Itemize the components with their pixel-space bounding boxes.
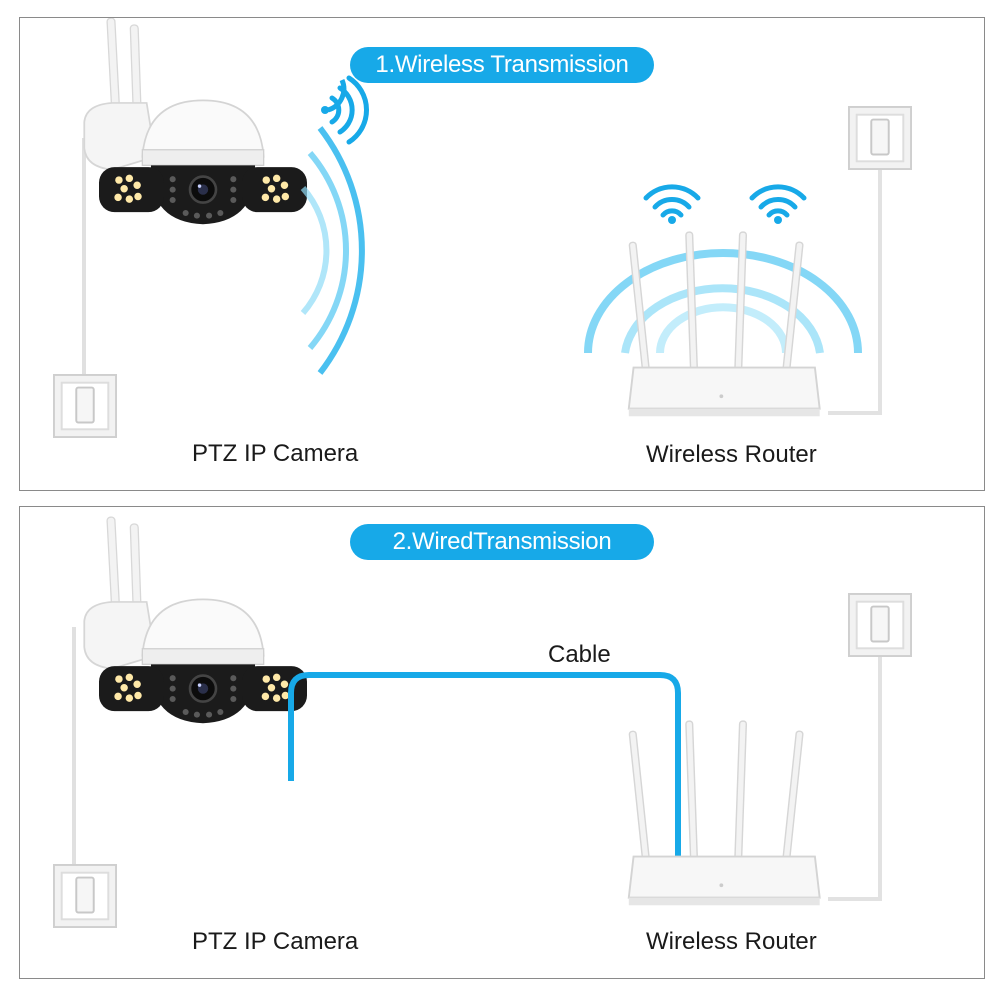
wireless-transmission-panel: 1.Wireless Transmission PTZ IP Camera Wi…: [19, 17, 985, 491]
router-label: Wireless Router: [646, 928, 817, 955]
network-cable: [288, 672, 681, 862]
camera-label: PTZ IP Camera: [192, 440, 359, 467]
camera-label: PTZ IP Camera: [192, 928, 359, 955]
cable-label: Cable: [548, 641, 611, 668]
wall-outlet-icon: [848, 593, 912, 657]
wifi-signal-icon: [752, 187, 804, 224]
wifi-signal-icon: [646, 187, 698, 224]
wall-outlet-icon: [53, 374, 117, 438]
wall-outlet-icon: [53, 864, 117, 928]
panel-title-badge: 1.Wireless Transmission: [350, 47, 654, 83]
wall-outlet-icon: [848, 106, 912, 170]
wired-diagram-art: [53, 507, 912, 928]
wifi-signal-icon: [321, 106, 329, 114]
camera-icon: [84, 18, 307, 224]
wireless-diagram-art: [53, 18, 912, 438]
router-icon: [627, 231, 821, 418]
camera-icon: [84, 517, 307, 723]
wifi-signal-icon: [327, 78, 347, 113]
router-label: Wireless Router: [646, 441, 817, 468]
wired-transmission-panel: 2.WiredTransmission Cable PTZ IP Camera …: [19, 506, 985, 979]
router-icon: [627, 720, 821, 907]
panel-title-badge: 2.WiredTransmission: [350, 524, 654, 560]
